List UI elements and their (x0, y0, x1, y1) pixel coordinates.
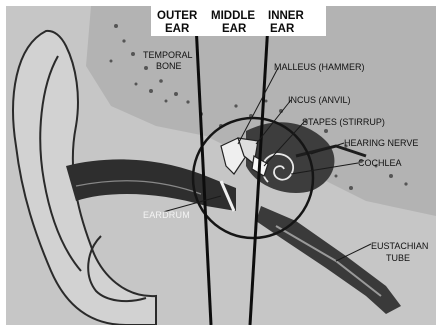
label-eustachian-line1: EUSTACHIAN (371, 241, 428, 251)
outer-ear-header-line1: OUTER (157, 10, 198, 22)
inner-ear-header-line1: INNER (268, 10, 304, 22)
label-eustachian-line2: TUBE (386, 253, 410, 263)
label-incus: INCUS (ANVIL) (288, 95, 351, 105)
label-stapes: STAPES (STIRRUP) (302, 117, 385, 127)
middle-ear-header-line2: EAR (222, 23, 247, 35)
label-hearing-nerve: HEARING NERVE (344, 138, 418, 148)
middle-ear-header-line1: MIDDLE (211, 10, 255, 22)
label-malleus: MALLEUS (HAMMER) (274, 62, 365, 72)
ear-illustration: OUTER EAR MIDDLE EAR INNER EAR TEMPORAL … (6, 6, 436, 325)
label-temporal-bone-line2: BONE (156, 61, 182, 71)
inner-ear-header-line2: EAR (270, 23, 295, 35)
label-temporal-bone-line1: TEMPORAL (143, 50, 193, 60)
label-eardrum: EARDRUM (143, 210, 190, 220)
label-cochlea: COCHLEA (358, 158, 402, 168)
outer-ear-header-line2: EAR (165, 23, 190, 35)
ear-anatomy-diagram: OUTER EAR MIDDLE EAR INNER EAR TEMPORAL … (6, 6, 436, 325)
